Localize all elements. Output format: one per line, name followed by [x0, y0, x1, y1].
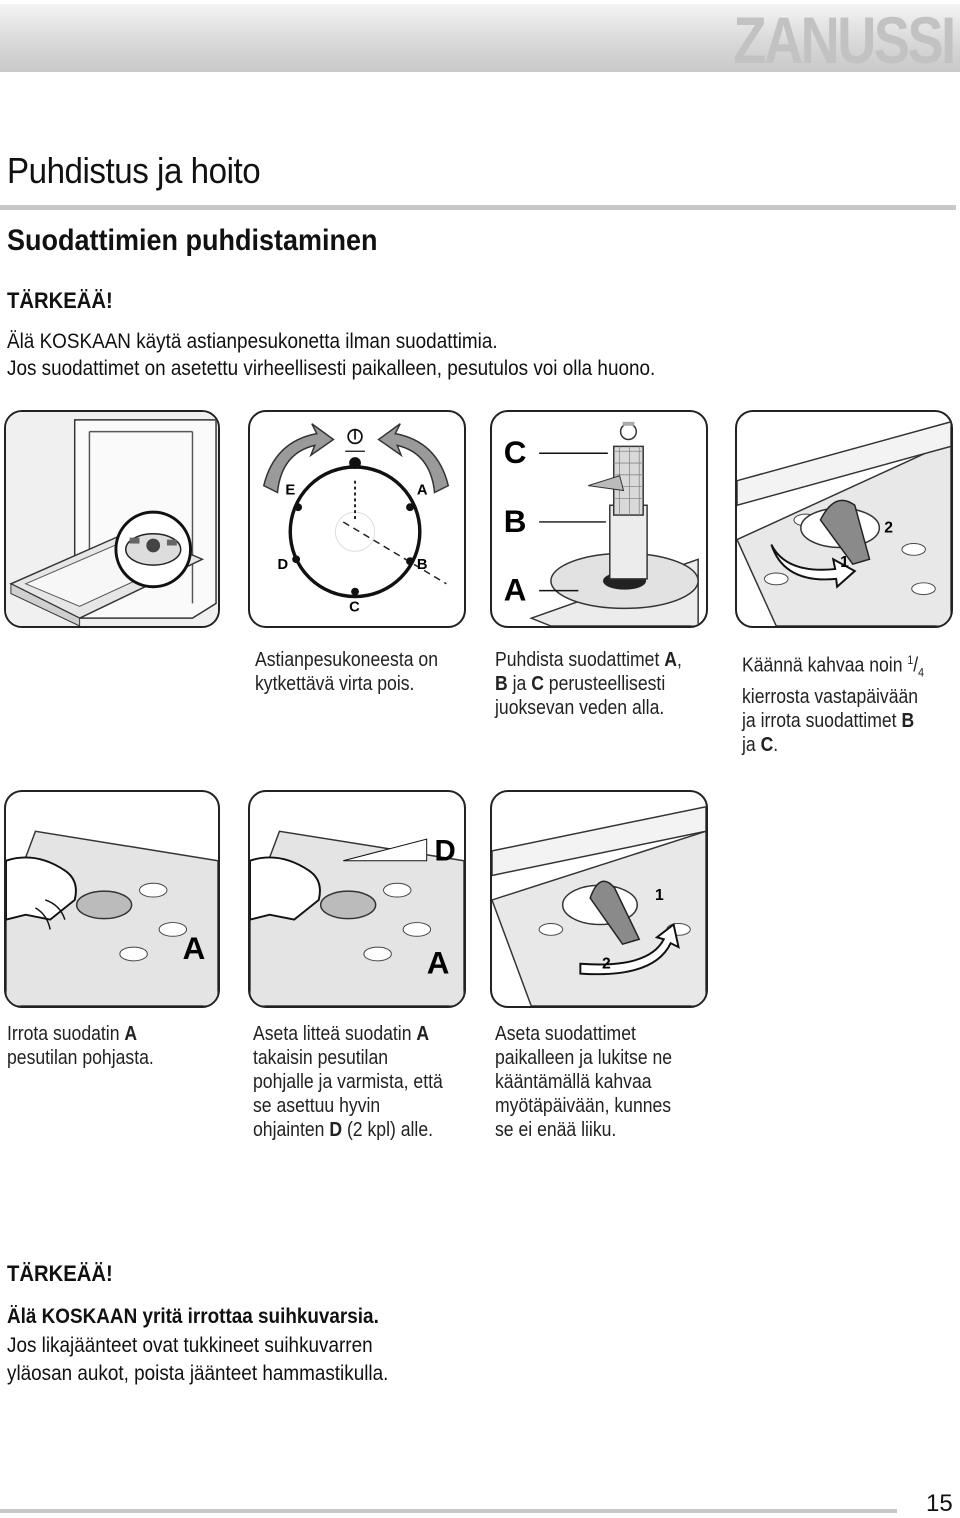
lock-label-1: 1 — [655, 887, 664, 904]
caption-text: (2 kpl) alle. — [342, 1119, 434, 1141]
dishwasher-icon — [6, 412, 218, 626]
footer-divider — [0, 1509, 897, 1513]
caption-line: pesutilan pohjasta. — [7, 1047, 154, 1069]
fraction-denominator: 4 — [918, 665, 925, 680]
header-bar — [0, 4, 960, 72]
title-divider — [0, 205, 956, 210]
page-number: 15 — [926, 1490, 953, 1517]
caption-text: , — [676, 649, 682, 671]
caption-text: . — [773, 733, 779, 756]
caption-text: Aseta litteä suodatin — [253, 1023, 417, 1045]
dial-label-c: C — [349, 599, 360, 615]
fraction-numerator: 1 — [907, 653, 914, 667]
page-title: Puhdistus ja hoito — [7, 150, 261, 191]
caption-text: ja — [507, 673, 532, 695]
guide-label-a: A — [427, 946, 450, 981]
turn-handle-icon: 1 2 — [737, 421, 951, 626]
warning-line: Jos likajäänteet ovat tukkineet suihkuva… — [7, 1334, 373, 1357]
caption-line: paikalleen ja lukitse ne — [495, 1047, 673, 1069]
caption-text: Puhdista suodattimet — [495, 649, 665, 671]
caption-line: Astianpesukoneesta on — [255, 649, 438, 671]
guide-label-d: D — [435, 835, 456, 868]
filter-label-a: A — [504, 572, 527, 607]
caption-bold: C — [531, 673, 544, 695]
step-caption-3: Käännä kahvaa noin 1/4 kierrosta vastapä… — [742, 648, 924, 757]
caption-line: kääntämällä kahvaa — [495, 1071, 652, 1093]
filter-assembly-icon: C B A — [504, 421, 699, 626]
dial-label-b: B — [417, 557, 428, 573]
hand-place-filter-icon: D A — [250, 830, 464, 1006]
caption-line: kytkettävä virta pois. — [255, 673, 415, 695]
caption-line: takaisin pesutilan — [253, 1047, 389, 1069]
warning-line-bold: Älä KOSKAAN yritä irrottaa suihkuvarsia. — [7, 1305, 379, 1328]
caption-line: myötäpäivään, kunnes — [495, 1095, 672, 1117]
turn-label-1: 1 — [840, 554, 849, 571]
dial-label-d: D — [277, 557, 288, 573]
caption-line: pohjalle ja varmista, että — [253, 1071, 443, 1093]
illustration-power-dial: E A D B C — [248, 410, 466, 628]
illustration-turn-handle: 1 2 — [735, 410, 953, 628]
brand-logo: ZANUSSI — [733, 3, 957, 77]
lock-handle-icon: 1 2 — [492, 805, 706, 1006]
caption-line: Aseta suodattimet — [495, 1023, 636, 1045]
caption-text: perusteellisesti — [543, 673, 666, 695]
caption-text: Käännä kahvaa noin — [742, 654, 908, 677]
warning-line: Älä KOSKAAN käytä astianpesukonetta ilma… — [7, 330, 498, 353]
warning-line: yläosan aukot, poista jäänteet hammastik… — [7, 1362, 389, 1385]
caption-line: kierrosta vastapäivään — [742, 685, 919, 708]
caption-bold: A — [664, 649, 677, 671]
caption-bold: A — [124, 1023, 138, 1045]
filter-label-c: C — [504, 435, 527, 470]
filter-label-b: B — [504, 504, 527, 539]
dial-label-e: E — [285, 482, 295, 498]
step-caption-1: Astianpesukoneesta on kytkettävä virta p… — [255, 648, 438, 696]
step-caption-2: Puhdista suodattimet A, B ja C perusteel… — [495, 648, 682, 720]
caption-text: ohjainten — [253, 1119, 330, 1141]
caption-text: ja irrota suodattimet — [742, 709, 902, 732]
illustration-place-filter-a: D A — [248, 790, 466, 1008]
turn-label-2: 2 — [884, 520, 893, 537]
illustration-dishwasher-open — [4, 410, 220, 628]
illustration-filters-abc: C B A — [490, 410, 708, 628]
caption-line: juoksevan veden alla. — [495, 697, 665, 719]
remove-label-a: A — [183, 931, 206, 966]
caption-bold: A — [416, 1023, 430, 1045]
warning-line: Jos suodattimet on asetettu virheellises… — [7, 357, 656, 380]
step-caption-5: Aseta litteä suodatin A takaisin pesutil… — [253, 1022, 443, 1142]
caption-bold: D — [329, 1119, 343, 1141]
caption-line: se ei enää liiku. — [495, 1119, 617, 1141]
hand-remove-filter-icon: A — [6, 830, 218, 1006]
illustration-lock-handle: 1 2 — [490, 790, 708, 1008]
illustration-remove-filter-a: A — [4, 790, 220, 1008]
caption-bold: B — [901, 709, 915, 732]
section-subtitle: Suodattimien puhdistaminen — [7, 224, 378, 257]
step-caption-6: Aseta suodattimet paikalleen ja lukitse … — [495, 1022, 672, 1142]
caption-text: Irrota suodatin — [7, 1023, 125, 1045]
lock-label-2: 2 — [602, 956, 611, 973]
dial-icon: E A D B C — [262, 423, 450, 615]
step-caption-4: Irrota suodatin A pesutilan pohjasta. — [7, 1022, 154, 1070]
warning-heading: TÄRKEÄÄ! — [7, 1261, 113, 1286]
caption-bold: B — [495, 673, 508, 695]
warning-heading: TÄRKEÄÄ! — [7, 288, 113, 313]
caption-text: ja — [742, 733, 761, 756]
caption-bold: C — [760, 733, 774, 756]
caption-line: se asettuu hyvin — [253, 1095, 381, 1117]
dial-label-a: A — [417, 482, 428, 498]
fraction-slash: / — [913, 654, 919, 677]
